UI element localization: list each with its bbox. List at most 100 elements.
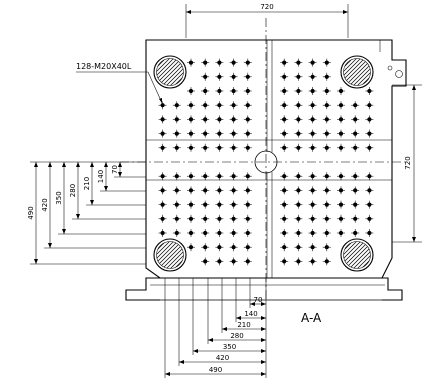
tapped-hole xyxy=(215,200,224,209)
tapped-hole xyxy=(172,200,181,209)
tapped-hole xyxy=(365,172,374,181)
tapped-hole xyxy=(280,115,289,124)
tapped-hole xyxy=(215,129,224,138)
tapped-hole xyxy=(158,172,167,181)
right-height-dimension: 720 xyxy=(392,84,422,243)
tapped-hole xyxy=(280,186,289,195)
tapped-hole xyxy=(280,58,289,67)
tapped-hole xyxy=(294,72,303,81)
tapped-hole xyxy=(280,172,289,181)
tapped-hole xyxy=(201,243,210,252)
center-hole xyxy=(254,150,278,174)
tapped-hole xyxy=(322,58,331,67)
tapped-hole xyxy=(365,115,374,124)
tapped-hole xyxy=(308,243,317,252)
tapped-hole xyxy=(337,229,345,237)
tapped-hole xyxy=(294,143,303,152)
tapped-hole xyxy=(280,129,289,138)
tapped-hole xyxy=(337,214,345,223)
tapped-hole xyxy=(187,129,195,138)
tapped-hole xyxy=(187,243,195,252)
tapped-hole xyxy=(158,229,167,237)
tapped-hole xyxy=(172,229,181,237)
tapped-hole xyxy=(322,243,331,252)
tie-bar-hole xyxy=(153,238,187,272)
tapped-hole xyxy=(351,214,360,223)
tapped-hole xyxy=(365,186,374,195)
tapped-hole xyxy=(322,172,331,181)
tapped-hole xyxy=(243,200,252,209)
left-dimension-label: 70 xyxy=(111,165,119,174)
left-dimension: 140 xyxy=(97,162,146,192)
tapped-hole xyxy=(322,214,331,223)
left-dimension-label: 490 xyxy=(27,206,35,219)
bottom-dimension-label: 70 xyxy=(254,296,263,304)
left-dimension-label: 280 xyxy=(69,184,77,197)
tapped-hole xyxy=(187,214,195,223)
tapped-hole xyxy=(351,129,360,138)
tapped-hole xyxy=(280,87,289,95)
tapped-hole xyxy=(172,143,181,152)
tapped-hole xyxy=(229,87,238,95)
tapped-hole xyxy=(280,200,289,209)
tapped-hole xyxy=(322,115,331,124)
tapped-hole xyxy=(365,214,374,223)
tapped-hole xyxy=(243,115,252,124)
bottom-dimension: 490 xyxy=(164,278,266,378)
tapped-hole xyxy=(201,186,210,195)
tapped-hole xyxy=(201,72,210,81)
tapped-hole xyxy=(322,87,331,95)
tapped-hole xyxy=(280,101,289,110)
tapped-hole xyxy=(215,58,224,67)
tapped-hole xyxy=(280,229,289,237)
tapped-hole xyxy=(201,200,210,209)
tapped-hole xyxy=(308,115,317,124)
bottom-dimension: 140 xyxy=(235,278,266,322)
tapped-hole xyxy=(158,115,167,124)
hole-callout-label: 128-M20X40L xyxy=(76,62,132,71)
tapped-hole xyxy=(172,186,181,195)
center-lines xyxy=(120,18,408,300)
top-width-dimension: 720 xyxy=(185,3,349,38)
tapped-hole xyxy=(229,186,238,195)
bottom-dimension-label: 490 xyxy=(209,366,222,374)
tapped-hole xyxy=(215,186,224,195)
tapped-hole xyxy=(308,229,317,237)
tapped-hole xyxy=(229,143,238,152)
tapped-hole xyxy=(322,257,331,266)
bottom-dimension: 210 xyxy=(221,278,266,333)
hole-callout: 128-M20X40L xyxy=(76,62,163,104)
tapped-hole xyxy=(158,200,167,209)
tapped-hole xyxy=(337,172,345,181)
tapped-hole xyxy=(294,129,303,138)
tapped-hole xyxy=(365,129,374,138)
tapped-hole xyxy=(294,87,303,95)
tapped-hole xyxy=(172,214,181,223)
tapped-hole xyxy=(322,229,331,237)
tapped-hole xyxy=(308,172,317,181)
tapped-hole xyxy=(229,229,238,237)
tapped-hole xyxy=(187,172,195,181)
tapped-hole xyxy=(187,87,195,95)
tapped-hole xyxy=(351,101,360,110)
top-width-label: 720 xyxy=(260,3,273,11)
bottom-dimension-label: 210 xyxy=(237,321,250,329)
tapped-holes-grid xyxy=(158,58,374,266)
left-dimension: 280 xyxy=(69,162,146,220)
bottom-dimension-label: 350 xyxy=(223,343,236,351)
tapped-hole xyxy=(322,72,331,81)
left-dimension-label: 350 xyxy=(55,191,63,204)
tapped-hole xyxy=(201,101,210,110)
tapped-hole xyxy=(243,214,252,223)
tapped-hole xyxy=(187,229,195,237)
tapped-hole xyxy=(322,186,331,195)
tapped-hole xyxy=(172,129,181,138)
tapped-hole xyxy=(294,243,303,252)
tapped-hole xyxy=(322,129,331,138)
bottom-dimension-label: 420 xyxy=(216,354,229,362)
platen-outline xyxy=(125,39,407,301)
bottom-dimension: 420 xyxy=(178,278,266,366)
left-dimension: 420 xyxy=(41,162,146,249)
tapped-hole xyxy=(243,72,252,81)
